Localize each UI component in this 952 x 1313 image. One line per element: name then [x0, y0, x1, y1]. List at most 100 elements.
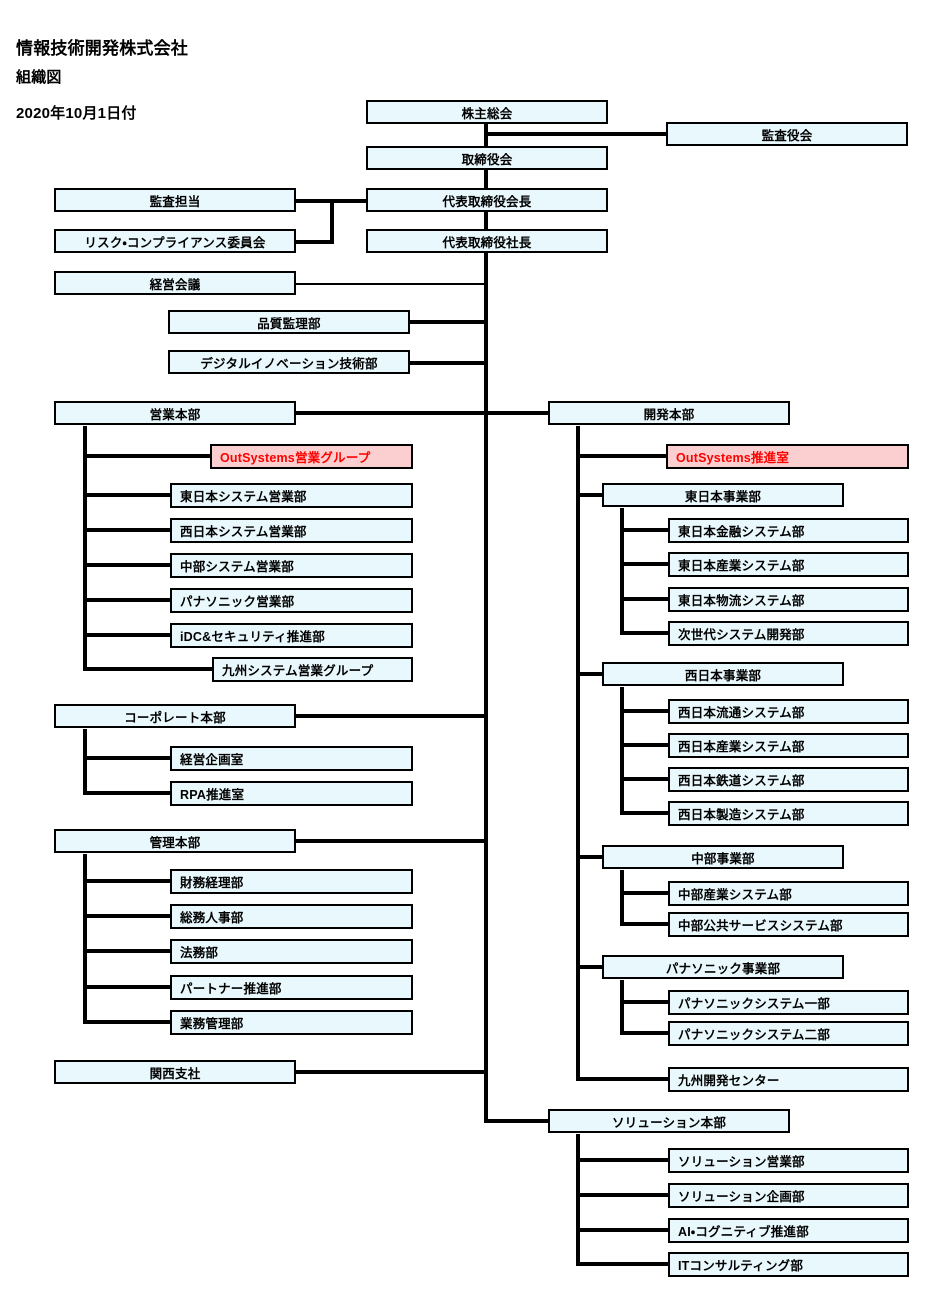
admin-branch-operations	[83, 1020, 171, 1024]
node-dev-chubu-public-service-sys[interactable]: 中部公共サービスシステム部	[668, 912, 909, 937]
node-dev-panasonic-sys-2[interactable]: パナソニックシステム二部	[668, 1021, 909, 1046]
dev-east-branch-2	[620, 562, 670, 566]
node-dev-west-distribution-sys[interactable]: 西日本流通システム部	[668, 699, 909, 724]
node-dev-west-manufacturing-sys[interactable]: 西日本製造システム部	[668, 801, 909, 826]
effective-date: 2020年10月1日付	[16, 105, 137, 122]
admin-branch-hr	[83, 914, 171, 918]
sales-branch-chubu	[83, 563, 171, 567]
dev-west-branch-2	[620, 743, 670, 747]
sales-branch-idc	[83, 633, 171, 637]
node-admin-legal[interactable]: 法務部	[170, 939, 413, 964]
main-spine	[484, 253, 488, 1123]
solution-branch-1	[576, 1158, 670, 1162]
connector-dev-hq	[486, 411, 550, 415]
dev-branch-west-division	[576, 672, 604, 676]
dev-east-branch-1	[620, 528, 670, 532]
dev-west-branch-1	[620, 709, 670, 713]
node-dev-outsystems-office[interactable]: OutSystems推進室	[666, 444, 909, 469]
connector-admin-hq	[296, 839, 486, 843]
node-dev-east-division[interactable]: 東日本事業部	[602, 483, 844, 507]
node-management-meeting[interactable]: 経営会議	[54, 271, 296, 295]
document-title: 組織図	[16, 69, 62, 86]
connector-corporate-hq	[296, 714, 486, 718]
admin-branch-legal	[83, 949, 171, 953]
node-dev-east-finance-sys[interactable]: 東日本金融システム部	[668, 518, 909, 543]
connector-sales-hq	[296, 411, 486, 415]
node-risk-compliance-committee[interactable]: リスク・コンプライアンス委員会	[54, 229, 296, 253]
node-digital-innovation-dept[interactable]: デジタルイノベーション技術部	[168, 350, 410, 374]
node-sales-idc-security[interactable]: iDC&セキュリティ推進部	[170, 623, 413, 648]
dev-east-trunk	[620, 508, 624, 632]
node-rep-director-chairman[interactable]: 代表取締役会長	[366, 188, 608, 212]
sales-trunk	[83, 426, 87, 671]
connector-quality-audit	[408, 320, 486, 324]
node-admin-operations[interactable]: 業務管理部	[170, 1010, 413, 1035]
connector-management-meeting	[296, 283, 486, 285]
connector-risk-committee-h	[296, 240, 334, 244]
node-sales-east-japan[interactable]: 東日本システム営業部	[170, 483, 413, 508]
node-dev-west-division[interactable]: 西日本事業部	[602, 662, 844, 686]
node-corporate-rpa-office[interactable]: RPA推進室	[170, 781, 413, 806]
node-sales-outsystems-group[interactable]: OutSystems営業グループ	[210, 444, 413, 469]
node-dev-panasonic-division[interactable]: パナソニック事業部	[602, 955, 844, 979]
node-sales-panasonic[interactable]: パナソニック営業部	[170, 588, 413, 613]
solution-branch-4	[576, 1262, 670, 1266]
node-solution-planning[interactable]: ソリューション企画部	[668, 1183, 909, 1208]
dev-east-branch-4	[620, 631, 670, 635]
solution-branch-2	[576, 1193, 670, 1197]
connector-board-to-auditboard	[484, 132, 668, 136]
node-dev-hq[interactable]: 開発本部	[548, 401, 790, 425]
node-dev-west-railway-sys[interactable]: 西日本鉄道システム部	[668, 767, 909, 792]
node-corporate-hq[interactable]: コーポレート本部	[54, 704, 296, 728]
node-dev-chubu-industry-sys[interactable]: 中部産業システム部	[668, 881, 909, 906]
node-board-of-directors[interactable]: 取締役会	[366, 146, 608, 170]
node-solution-sales[interactable]: ソリューション営業部	[668, 1148, 909, 1173]
node-sales-west-japan[interactable]: 西日本システム営業部	[170, 518, 413, 543]
node-shareholders-meeting[interactable]: 株主総会	[366, 100, 608, 124]
admin-branch-partner	[83, 985, 171, 989]
node-dev-next-gen-sys[interactable]: 次世代システム開発部	[668, 621, 909, 646]
dev-panasonic-branch-1	[620, 1000, 670, 1004]
admin-branch-finance	[83, 879, 171, 883]
node-dev-west-industry-sys[interactable]: 西日本産業システム部	[668, 733, 909, 758]
connector-audit-bracket-v	[330, 199, 334, 244]
dev-branch-kyushu-center	[576, 1077, 670, 1081]
sales-branch-outsystems	[83, 454, 211, 458]
sales-branch-west	[83, 528, 171, 532]
node-rep-director-president[interactable]: 代表取締役社長	[366, 229, 608, 253]
node-solution-it-consulting[interactable]: ITコンサルティング部	[668, 1252, 909, 1277]
node-kansai-branch[interactable]: 関西支社	[54, 1060, 296, 1084]
node-dev-panasonic-sys-1[interactable]: パナソニックシステム一部	[668, 990, 909, 1015]
node-dev-kyushu-center[interactable]: 九州開発センター	[668, 1067, 909, 1092]
node-dev-east-industry-sys[interactable]: 東日本産業システム部	[668, 552, 909, 577]
node-sales-hq[interactable]: 営業本部	[54, 401, 296, 425]
node-audit-board[interactable]: 監査役会	[666, 122, 908, 146]
dev-branch-panasonic-division	[576, 965, 604, 969]
node-dev-east-logistics-sys[interactable]: 東日本物流システム部	[668, 587, 909, 612]
node-sales-chubu[interactable]: 中部システム営業部	[170, 553, 413, 578]
connector-chairman-to-president	[484, 211, 488, 243]
solution-trunk	[576, 1134, 580, 1264]
sales-branch-panasonic	[83, 598, 171, 602]
dev-branch-east-division	[576, 493, 604, 497]
node-admin-finance[interactable]: 財務経理部	[170, 869, 413, 894]
node-admin-hq[interactable]: 管理本部	[54, 829, 296, 853]
node-quality-audit-dept[interactable]: 品質監理部	[168, 310, 410, 334]
node-sales-kyushu-group[interactable]: 九州システム営業グループ	[212, 657, 413, 682]
connector-solution-hq	[486, 1119, 550, 1123]
node-corporate-planning-office[interactable]: 経営企画室	[170, 746, 413, 771]
node-admin-hr[interactable]: 総務人事部	[170, 904, 413, 929]
sales-branch-kyushu	[83, 667, 214, 671]
node-dev-chubu-division[interactable]: 中部事業部	[602, 845, 844, 869]
corporate-branch-rpa	[83, 791, 171, 795]
corporate-trunk	[83, 729, 87, 795]
dev-branch-chubu-division	[576, 855, 604, 859]
node-audit-officer[interactable]: 監査担当	[54, 188, 296, 212]
dev-chubu-trunk	[620, 870, 624, 926]
node-solution-hq[interactable]: ソリューション本部	[548, 1109, 790, 1133]
connector-board-to-chairman	[484, 170, 488, 202]
node-solution-ai-cognitive[interactable]: AI・コグニティブ推進部	[668, 1218, 909, 1243]
node-admin-partner[interactable]: パートナー推進部	[170, 975, 413, 1000]
solution-branch-3	[576, 1228, 670, 1232]
